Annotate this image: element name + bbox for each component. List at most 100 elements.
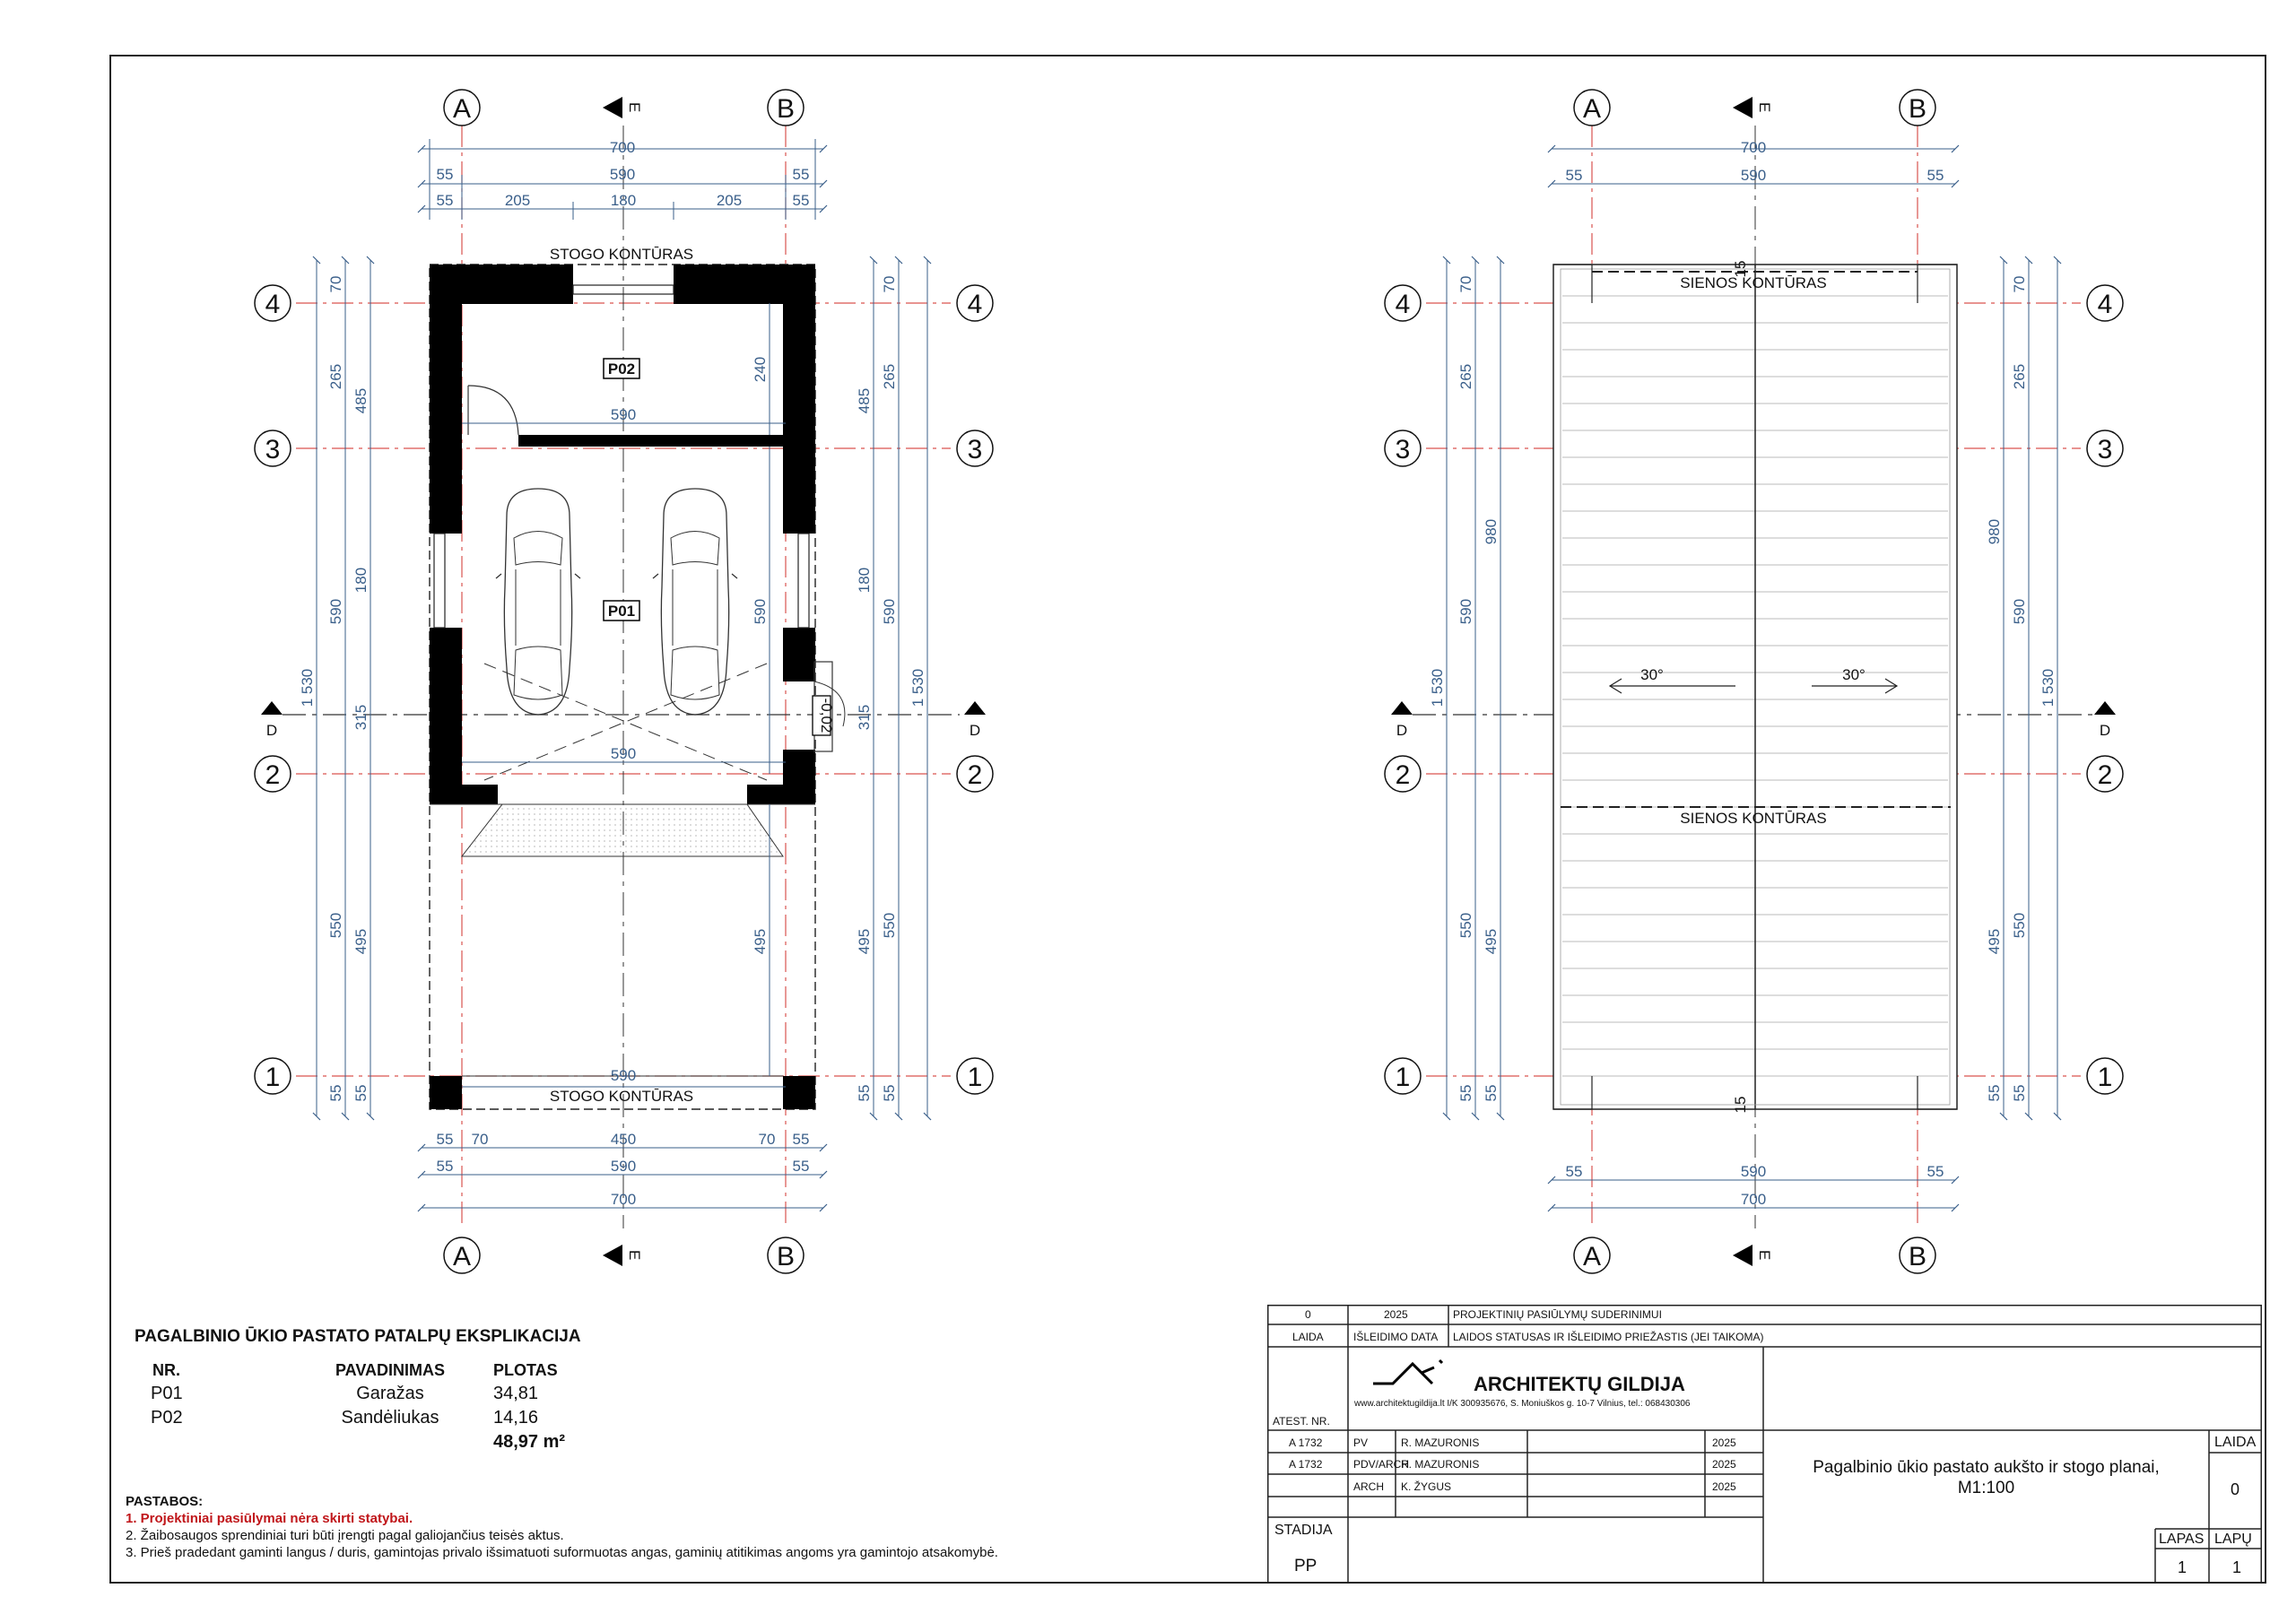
- grid-bubble-b: B: [1909, 1242, 1926, 1271]
- dim-text: 180: [352, 568, 370, 593]
- dim-text: 590: [611, 1158, 636, 1175]
- laida-header: LAIDA: [2214, 1435, 2257, 1450]
- dim-text: 55: [1927, 167, 1944, 184]
- lapas-value: 1: [2178, 1558, 2187, 1576]
- stadija-value: PP: [1294, 1557, 1318, 1575]
- dim-text: 495: [856, 929, 873, 954]
- dim-text: 1 530: [909, 669, 926, 707]
- grid-bubble-b: B: [777, 1242, 795, 1271]
- dim-text: 70: [327, 276, 344, 293]
- dim-text: 55: [881, 1085, 898, 1102]
- dim-text: 55: [793, 1131, 810, 1148]
- dim-text: 315: [352, 705, 370, 730]
- header-atest: ATEST. NR.: [1273, 1415, 1330, 1428]
- company-logo-icon: [1373, 1358, 1444, 1385]
- section-marker-icon: [261, 701, 283, 715]
- notes: PASTABOS: 1. Projektiniai pasiūlymai nėr…: [126, 1493, 1247, 1561]
- dim-text: 550: [881, 913, 898, 938]
- section-marker-icon: [964, 701, 986, 715]
- grid-bubble-4: 4: [1396, 290, 1411, 319]
- dim-text: 55: [1566, 167, 1583, 184]
- grid-bubble-b: B: [1909, 94, 1926, 124]
- dim-text: 590: [611, 406, 636, 423]
- laida-value: 0: [2231, 1480, 2240, 1498]
- elevation-marker-icon: [603, 97, 622, 118]
- dim-text: 495: [1986, 929, 2003, 954]
- dim-text: 55: [437, 1131, 454, 1148]
- person-role: PDV/ARCH: [1353, 1458, 1410, 1471]
- room-tag-p01: P01: [608, 603, 635, 620]
- dim-text: 180: [856, 568, 873, 593]
- col-header-nr: NR.: [152, 1361, 180, 1379]
- dim-text: 15: [1732, 261, 1749, 278]
- rev-description: PROJEKTINIŲ PASIŪLYMŲ SUDERINIMUI: [1453, 1308, 1662, 1321]
- dim-text: 205: [717, 192, 742, 209]
- dim-text: 590: [2011, 599, 2028, 624]
- person-year: 2025: [1712, 1480, 1736, 1493]
- explication-table: NR. PAVADINIMAS PLOTAS P01 Garažas 34,81…: [135, 1359, 601, 1454]
- dim-text: 590: [1741, 1163, 1766, 1180]
- dim-text: 55: [856, 1085, 873, 1102]
- dim-text: 15: [1732, 1097, 1749, 1114]
- cell-nr: P01: [151, 1384, 183, 1403]
- grid-bubble-4: 4: [265, 290, 281, 319]
- col-header-area: PLOTAS: [493, 1361, 558, 1379]
- person-name: K. ŽYGUS: [1401, 1480, 1452, 1493]
- person-atest: A 1732: [1289, 1436, 1323, 1449]
- dim-text: 55: [1457, 1085, 1474, 1102]
- sheet-title: Pagalbinio ūkio pastato aukšto ir stogo …: [1763, 1457, 2209, 1498]
- dim-text: 265: [881, 364, 898, 389]
- room-tag-p02: P02: [608, 360, 635, 378]
- dim-text: 980: [1986, 519, 2003, 544]
- room-explication: PAGALBINIO ŪKIO PASTATO PATALPŲ EKSPLIKA…: [135, 1327, 601, 1454]
- section-marker-icon: [2094, 701, 2116, 715]
- section-label: D: [1396, 722, 1407, 739]
- col-header-name: PAVADINIMAS: [335, 1361, 445, 1379]
- dim-text: 590: [752, 599, 769, 624]
- grid-bubble-3: 3: [1396, 435, 1411, 464]
- table-row: P02 Sandėliukas 14,16: [135, 1406, 601, 1430]
- table-row: P01 Garažas 34,81: [135, 1382, 601, 1406]
- dim-text: 70: [759, 1131, 776, 1148]
- grid-bubble-2: 2: [968, 760, 983, 790]
- table-row-total: 48,97 m²: [135, 1430, 601, 1454]
- dim-text: 1 530: [2039, 669, 2057, 707]
- person-name: R. MAZURONIS: [1401, 1436, 1480, 1449]
- elevation-marker-icon: [1733, 1245, 1752, 1266]
- grid-bubble-2: 2: [1396, 760, 1411, 790]
- dim-text: 265: [1457, 364, 1474, 389]
- dim-text: 700: [1741, 1191, 1766, 1208]
- elevation-marker-icon: [603, 1245, 622, 1266]
- cell-area: 34,81: [493, 1384, 539, 1403]
- note-1: 1. Projektiniai pasiūlymai nėra skirti s…: [126, 1511, 413, 1526]
- dim-text: 450: [611, 1131, 636, 1148]
- dim-text: 205: [505, 192, 530, 209]
- sheet-border: [109, 55, 2266, 1584]
- dim-text: 70: [1457, 276, 1474, 293]
- grid-bubble-1: 1: [968, 1063, 983, 1092]
- person-role: ARCH: [1353, 1480, 1385, 1493]
- dim-text: 55: [793, 166, 810, 183]
- lapas-header: LAPAS: [2159, 1532, 2205, 1547]
- dim-text: 590: [611, 745, 636, 762]
- grid-bubble-1: 1: [2098, 1063, 2113, 1092]
- dim-text: 590: [1741, 167, 1766, 184]
- grid-bubble-1: 1: [265, 1063, 281, 1092]
- grid-bubble-4: 4: [2098, 290, 2113, 319]
- grid-bubble-3: 3: [265, 435, 281, 464]
- dim-text: 55: [437, 192, 454, 209]
- dim-text: 55: [437, 166, 454, 183]
- roof-plan: SIENOS KONTŪRAS SIENOS KONTŪRAS 15 15 30…: [1384, 89, 2124, 1274]
- wall-outline-bottom-label: SIENOS KONTŪRAS: [1680, 810, 1826, 827]
- dim-text: 315: [856, 705, 873, 730]
- car-left-icon: [495, 488, 581, 716]
- elevation-label: E: [626, 1250, 643, 1260]
- dim-text: 485: [352, 388, 370, 413]
- lapu-header: LAPŲ: [2214, 1532, 2252, 1547]
- dim-text: 590: [327, 599, 344, 624]
- dim-text: 1 530: [1429, 669, 1446, 707]
- dim-text: 55: [1927, 1163, 1944, 1180]
- dim-text: 700: [611, 1191, 636, 1208]
- dim-text: 55: [2011, 1085, 2028, 1102]
- header-laida: LAIDA: [1292, 1331, 1324, 1343]
